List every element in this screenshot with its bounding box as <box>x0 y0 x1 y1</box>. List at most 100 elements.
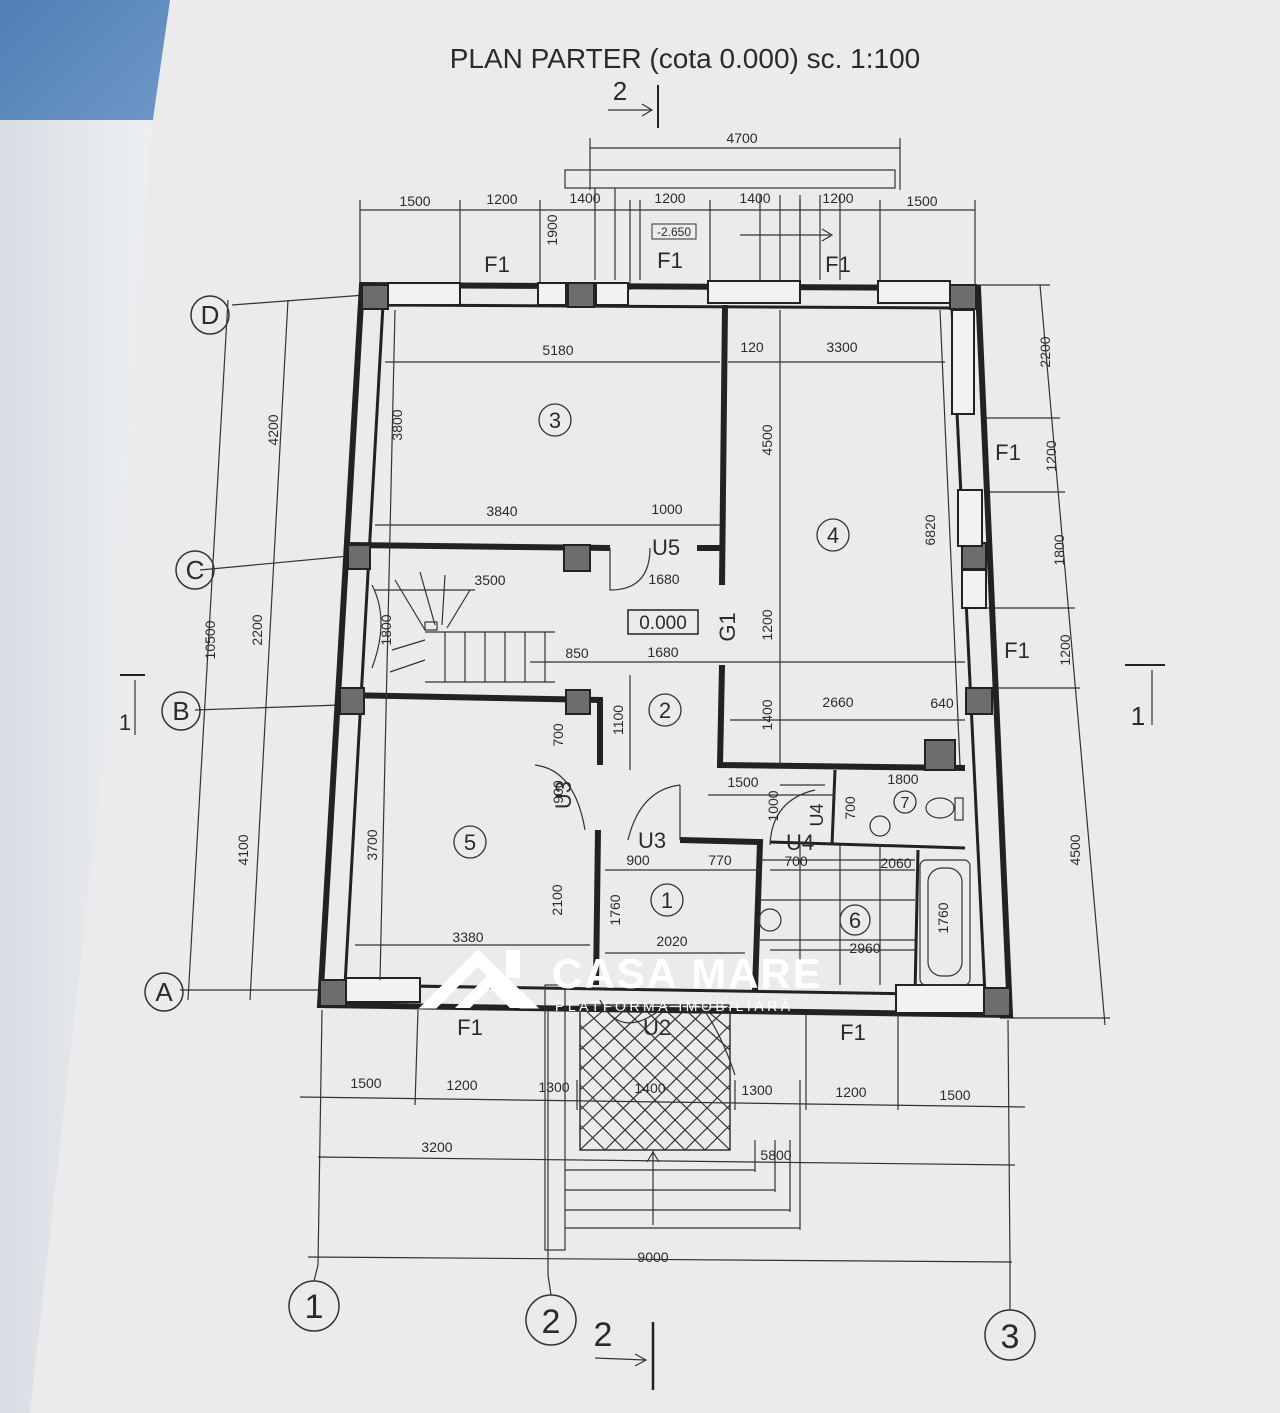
window-label: F1 <box>484 252 510 277</box>
room-5: 5 <box>464 830 476 855</box>
room-2: 2 <box>659 698 671 723</box>
columns <box>319 282 1011 1017</box>
dim-1400-inner: 1400 <box>759 699 775 730</box>
brand-name: CASA MARE <box>552 950 823 997</box>
dim-1100: 1100 <box>610 705 626 735</box>
dim-1680-lower: 1680 <box>647 644 678 660</box>
dim-top-small: 1900 <box>544 214 560 245</box>
window-label: F1 <box>840 1020 866 1045</box>
dim-room4-width: 3300 <box>826 339 857 355</box>
dim-top-4: 1200 <box>654 190 685 206</box>
dim-2020: 2020 <box>656 933 687 949</box>
dim-right-4: 1200 <box>1057 634 1073 665</box>
paper-sheet <box>30 0 1280 1413</box>
left-dimensions: 10500 4200 2200 4100 <box>180 294 366 1001</box>
dim-2060: 2060 <box>880 855 911 871</box>
dim-2660: 2660 <box>822 694 853 710</box>
dim-700-a: 700 <box>550 723 566 747</box>
section-mark-bottom: 2 <box>594 1316 655 1390</box>
dim-770: 770 <box>708 852 732 868</box>
dim-bottom-3: 1300 <box>538 1079 569 1095</box>
dim-640: 640 <box>930 695 954 711</box>
axis-letters: D C B A <box>144 295 230 1012</box>
inner-dimensions: 5180 120 3300 3800 4500 6820 3840 1000 3… <box>355 309 965 981</box>
dim-room3-height: 3800 <box>389 409 405 440</box>
room-4: 4 <box>827 523 839 548</box>
dim-3700: 3700 <box>364 829 380 860</box>
dim-room4-total: 6820 <box>922 514 938 545</box>
top-dimensions: 4700 1500 1200 1400 1200 1400 1200 1500 … <box>359 130 976 290</box>
section-mark-left: 1 <box>119 674 145 735</box>
level-mark-box <box>627 609 699 635</box>
dim-bottom-2: 1200 <box>446 1077 477 1093</box>
gate-g1-label: G1 <box>715 612 740 641</box>
dim-1760-b: 1760 <box>935 902 951 933</box>
section-1-right-label: 1 <box>1131 701 1145 731</box>
dim-1760-a: 1760 <box>607 894 623 925</box>
dim-room3-width: 5180 <box>542 342 573 358</box>
entrance-porch <box>544 984 801 1251</box>
dim-room4-height: 4500 <box>759 424 775 455</box>
dim-2960: 2960 <box>849 940 880 956</box>
dim-850: 850 <box>565 645 589 661</box>
dim-bottom-5: 1300 <box>741 1082 772 1098</box>
bathroom-fixtures <box>758 797 971 986</box>
dim-1800-stair: 1800 <box>378 614 394 645</box>
section-mark-top: 2 <box>608 76 659 128</box>
dim-wall-120: 120 <box>740 339 764 355</box>
right-dimensions: 2200 1200 1800 1200 4500 <box>950 284 1110 1026</box>
dim-1000-bath: 1000 <box>765 790 781 821</box>
dim-top-1: 1500 <box>399 193 430 209</box>
dim-right-5: 4500 <box>1067 834 1083 865</box>
dim-bottom-5800: 5800 <box>760 1147 791 1163</box>
dim-top-2: 1200 <box>486 191 517 207</box>
dim-1000: 1000 <box>651 501 682 517</box>
dim-bottom-total: 9000 <box>637 1249 668 1265</box>
dim-top-3: 1400 <box>569 190 600 206</box>
door-swings <box>534 547 825 1076</box>
bottom-dimensions: 1500 1200 1300 1400 1300 1200 1500 3200 … <box>299 1009 1026 1275</box>
axis-a: A <box>155 977 173 1007</box>
level-mark: 0.000 <box>639 613 687 634</box>
window-label: F1 <box>657 248 683 273</box>
dim-right-2: 1200 <box>1043 440 1059 471</box>
dim-1500-inner: 1500 <box>727 774 758 790</box>
axis-2: 2 <box>542 1303 561 1341</box>
dim-bottom-6: 1200 <box>835 1084 866 1100</box>
dim-bottom-1: 1500 <box>350 1075 381 1091</box>
section-1-left-label: 1 <box>119 710 131 735</box>
logo-inner-roof-icon <box>455 973 525 1008</box>
axis-3: 3 <box>1001 1318 1020 1356</box>
section-2-bottom-label: 2 <box>594 1316 613 1354</box>
door-u3-vertical-label: U3 <box>551 781 576 809</box>
interior-walls <box>339 304 966 996</box>
dim-700-c: 700 <box>784 853 808 869</box>
brand-tagline: PLATFORMĂ IMOBILIARĂ <box>555 998 794 1014</box>
window-labels: F1 F1 F1 F1 F1 F1 F1 <box>457 248 1030 1045</box>
window-label: F1 <box>825 252 851 277</box>
dim-bottom-7: 1500 <box>939 1087 970 1103</box>
logo-chimney-icon <box>506 950 520 978</box>
dim-700-bath: 700 <box>842 796 858 820</box>
dim-1680-upper: 1680 <box>648 571 679 587</box>
dim-1200-inner: 1200 <box>759 609 775 640</box>
dim-900-b: 900 <box>626 852 650 868</box>
dim-1800-bath: 1800 <box>887 771 918 787</box>
door-u3-label: U3 <box>638 828 666 853</box>
door-u5-vertical-label: U4 <box>807 803 827 826</box>
room-7: 7 <box>901 795 910 812</box>
dim-top-5: 1400 <box>739 190 770 206</box>
axis-d: D <box>201 300 220 330</box>
window-label: F1 <box>995 440 1021 465</box>
room-numbers: 3 4 2 5 1 6 7 <box>453 403 917 936</box>
dim-bottom-3200: 3200 <box>421 1139 452 1155</box>
dim-2100: 2100 <box>549 884 565 915</box>
axis-numbers: 1 2 3 <box>288 1264 1036 1361</box>
dim-3840: 3840 <box>486 503 517 519</box>
ext-level-mark: -2.650 <box>657 225 691 239</box>
windows <box>345 280 987 1014</box>
dim-top-overall: 4700 <box>726 130 757 146</box>
dim-right-3: 1800 <box>1051 534 1067 565</box>
